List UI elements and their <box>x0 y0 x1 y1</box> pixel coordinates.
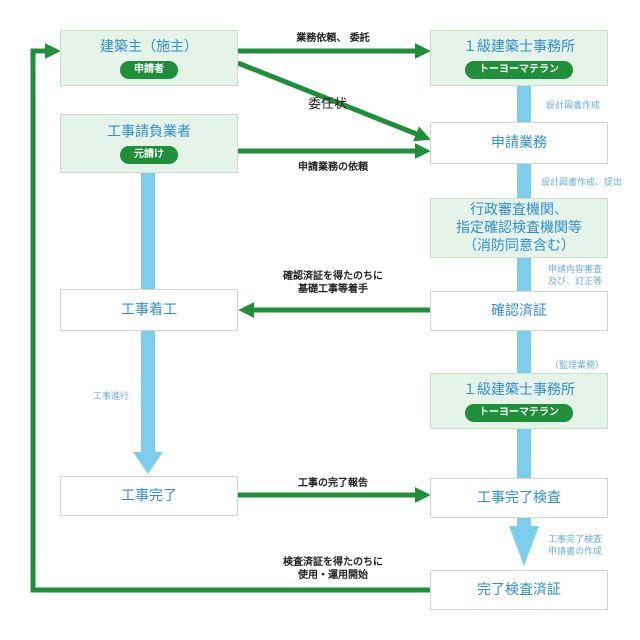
label-request-application: 申請業務の依頼 <box>298 162 368 173</box>
note-in-progress: 工事進行 <box>93 392 130 402</box>
box-architect-supervision: １級建築士事務所 トーヨーマテラン <box>430 373 608 429</box>
note-inspection-docs: 工事完了検査 申請書の作成 <box>548 534 602 558</box>
box-owner-title: 建築主（施主） <box>100 38 198 55</box>
label-after-confirm: 確認済証を得たのちに 基礎工事等着手 <box>283 270 383 296</box>
note-review-line-2: 及び、訂正等 <box>548 277 603 287</box>
label-after-inspection-line-2: 使用・運用開始 <box>298 570 368 581</box>
note-supervision: （監理業務） <box>550 361 605 371</box>
label-after-inspection-line-1: 検査済証を得たのちに <box>283 557 383 568</box>
note-design-docs: 設計図書作成 <box>546 101 601 111</box>
box-final-certificate: 完了検査済証 <box>430 570 608 610</box>
box-final-certificate-title: 完了検査済証 <box>477 582 561 598</box>
label-completion-report: 工事の完了報告 <box>298 478 368 489</box>
box-authority-line-1: 行政審査機関、 <box>470 202 568 218</box>
box-architect-office: １級建築士事務所 トーヨーマテラン <box>430 30 608 86</box>
box-construction-done: 工事完了 <box>60 476 238 516</box>
label-commission: 業務依頼、 委託 <box>296 33 370 44</box>
label-after-inspection: 検査済証を得たのちに 使用・運用開始 <box>283 556 383 582</box>
box-application-title: 申請業務 <box>491 135 547 151</box>
note-design-docs-submit: 設計図書作成、提出 <box>541 178 623 188</box>
box-contractor: 工事請負業者 元請け <box>60 114 238 173</box>
note-review-line-1: 申請内容審査 <box>548 265 603 275</box>
blue-arrowhead-construction <box>133 452 163 474</box>
box-contractor-title: 工事請負業者 <box>107 124 191 140</box>
box-construction-start: 工事着工 <box>60 289 238 331</box>
box-inspection: 工事完了検査 <box>430 478 608 518</box>
box-contractor-tag: 元請け <box>120 146 178 164</box>
box-application: 申請業務 <box>430 122 608 164</box>
box-authority: 行政審査機関、 指定確認検査機関等 （消防同意含む） <box>430 198 608 258</box>
box-confirmed: 確認済証 <box>430 291 608 331</box>
arrow-proxy <box>237 60 431 142</box>
label-after-confirm-line-2: 基礎工事等着手 <box>298 284 368 295</box>
box-inspection-title: 工事完了検査 <box>477 490 561 506</box>
box-authority-line-2: 指定確認検査機関等 <box>456 220 582 236</box>
box-architect-office-title: １級建築士事務所 <box>463 38 575 55</box>
note-review: 申請内容審査 及び、訂正等 <box>548 264 602 288</box>
note-inspection-docs-line-1: 工事完了検査 <box>548 535 603 545</box>
box-architect-supervision-tag: トーヨーマテラン <box>465 403 573 422</box>
arrow-after-inspection <box>30 42 430 593</box>
box-owner-tag: 申請者 <box>120 60 178 79</box>
label-proxy: 委任状 <box>308 97 348 112</box>
box-owner: 建築主（施主） 申請者 <box>60 30 238 86</box>
box-confirmed-title: 確認済証 <box>491 303 547 319</box>
box-authority-line-3: （消防同意含む） <box>463 238 575 254</box>
box-architect-supervision-title: １級建築士事務所 <box>463 381 575 398</box>
box-construction-done-title: 工事完了 <box>121 488 177 504</box>
box-architect-office-tag: トーヨーマテラン <box>465 60 573 79</box>
label-after-confirm-line-1: 確認済証を得たのちに <box>283 271 383 282</box>
note-inspection-docs-line-2: 申請書の作成 <box>548 547 603 557</box>
box-construction-start-title: 工事着工 <box>121 302 177 318</box>
blue-arrowhead-inspection <box>509 526 539 566</box>
